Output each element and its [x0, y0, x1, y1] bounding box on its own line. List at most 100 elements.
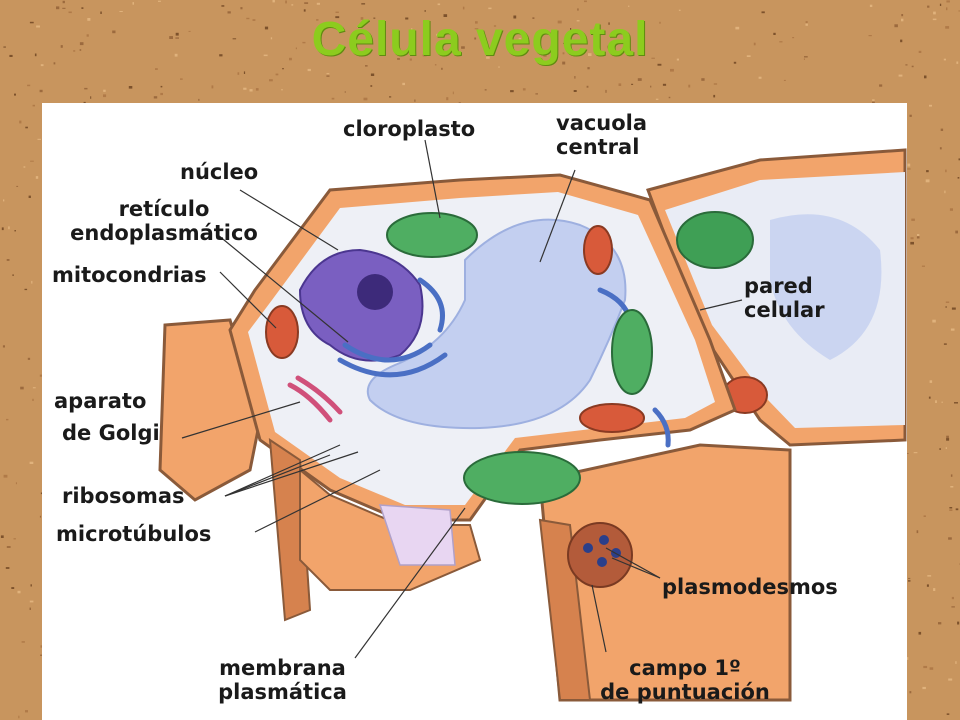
- cork-speck: [951, 596, 954, 600]
- cork-speck: [25, 710, 28, 713]
- slide-title: Célula vegetal: [311, 13, 649, 66]
- cork-speck: [927, 575, 932, 577]
- cork-speck: [272, 0, 275, 3]
- cork-speck: [713, 94, 716, 98]
- cork-speck: [40, 64, 44, 67]
- cork-speck: [910, 237, 914, 240]
- cork-speck: [160, 92, 163, 96]
- cork-speck: [922, 686, 926, 690]
- cork-speck: [576, 20, 580, 22]
- cork-speck: [926, 584, 929, 587]
- cork-speck: [957, 177, 960, 179]
- cork-speck: [270, 37, 273, 40]
- cork-speck: [13, 538, 16, 540]
- cork-speck: [948, 678, 953, 681]
- cork-speck: [363, 97, 368, 101]
- cork-speck: [409, 58, 412, 61]
- cork-speck: [219, 54, 223, 57]
- cork-speck: [289, 57, 292, 61]
- cork-speck: [87, 18, 91, 21]
- cork-speck: [484, 89, 487, 91]
- nucleus: [298, 248, 424, 362]
- cork-speck: [944, 190, 946, 194]
- cork-speck: [16, 185, 19, 187]
- cork-speck: [331, 97, 335, 100]
- cork-speck: [40, 645, 44, 648]
- cork-speck: [335, 11, 339, 13]
- label-microtubules: microtúbulos: [56, 522, 212, 546]
- cork-speck: [414, 99, 416, 102]
- cork-speck: [939, 3, 942, 6]
- label-plasmodesmata: plasmodesmos: [662, 575, 838, 599]
- cork-speck: [632, 53, 634, 56]
- cork-speck: [373, 17, 376, 19]
- cork-speck: [446, 97, 449, 101]
- cork-speck: [282, 68, 284, 70]
- cork-speck: [31, 280, 33, 284]
- cork-speck: [958, 10, 960, 12]
- cork-speck: [758, 76, 762, 79]
- cork-speck: [462, 6, 465, 10]
- cork-speck: [939, 448, 941, 450]
- cork-speck: [3, 199, 5, 202]
- cork-speck: [424, 10, 426, 12]
- cork-speck: [291, 4, 294, 6]
- cork-speck: [243, 71, 246, 74]
- cork-speck: [103, 89, 106, 92]
- cork-speck: [232, 38, 237, 40]
- cork-speck: [315, 33, 317, 36]
- cork-speck: [30, 584, 32, 587]
- cork-speck: [475, 21, 478, 24]
- cork-speck: [562, 61, 566, 65]
- cork-speck: [940, 128, 944, 131]
- cork-speck: [128, 86, 133, 89]
- cork-speck: [927, 5, 930, 8]
- cork-speck: [281, 89, 283, 91]
- cork-speck: [872, 101, 875, 104]
- cork-speck: [573, 90, 577, 92]
- cork-speck: [79, 49, 82, 51]
- cork-speck: [932, 319, 936, 323]
- cork-speck: [480, 36, 483, 39]
- cork-speck: [249, 89, 253, 92]
- cork-speck: [12, 274, 14, 276]
- cork-speck: [713, 83, 718, 85]
- cork-speck: [246, 17, 250, 20]
- cork-speck: [905, 64, 908, 66]
- cork-speck: [923, 665, 928, 669]
- cork-speck: [486, 56, 490, 59]
- cork-speck: [668, 96, 671, 99]
- cork-speck: [676, 58, 679, 61]
- cork-speck: [933, 588, 936, 591]
- cork-speck: [913, 452, 918, 454]
- cork-speck: [211, 85, 214, 89]
- cork-speck: [370, 85, 373, 87]
- cork-speck: [237, 72, 240, 75]
- cork-speck: [56, 6, 60, 10]
- cork-speck: [405, 17, 409, 20]
- cork-speck: [6, 546, 11, 548]
- cork-speck: [302, 41, 306, 44]
- cork-speck: [950, 474, 953, 477]
- cork-speck: [562, 52, 565, 55]
- cork-speck: [304, 2, 309, 4]
- cork-speck: [518, 37, 522, 40]
- cork-speck: [461, 46, 465, 49]
- cork-speck: [153, 96, 158, 99]
- label-nucleus: núcleo: [180, 160, 259, 184]
- cork-speck: [792, 37, 795, 39]
- leader-lines: [181, 139, 743, 659]
- cork-speck: [15, 482, 17, 485]
- cork-speck: [946, 713, 950, 715]
- cork-speck: [921, 265, 925, 267]
- cork-speck: [424, 24, 427, 26]
- cork-speck: [916, 236, 920, 239]
- cork-speck: [900, 39, 903, 43]
- cork-speck: [275, 73, 279, 76]
- cork-speck: [436, 33, 440, 37]
- cork-speck: [3, 474, 8, 478]
